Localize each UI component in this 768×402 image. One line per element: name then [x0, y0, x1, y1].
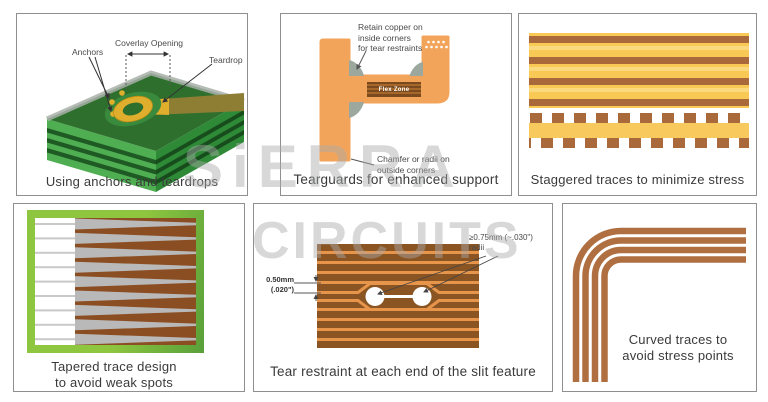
taper-gap-wedges — [75, 218, 196, 345]
flex-circuit-shape — [319, 35, 450, 162]
anchors-label: Anchors — [72, 47, 104, 57]
tear-restraint-hole-left — [365, 287, 385, 306]
chamfer-leader — [350, 158, 375, 166]
retain-copper-annotation: Retain copper on inside corners for tear… — [358, 22, 423, 54]
panel6-caption: Curved traces to avoid stress points — [622, 332, 734, 364]
radii-leader-right — [423, 255, 499, 293]
pcb-stack-illustration — [45, 51, 245, 192]
staggered-bar — [529, 123, 749, 138]
green-coverlay-frame — [27, 210, 204, 353]
tear-restraint-fillets — [349, 60, 423, 118]
tapered-trace-area — [35, 218, 196, 345]
radii-dimension: ≥0.75mm (~.030") radii — [469, 233, 533, 252]
coverlay-opening-label: Coverlay Opening — [115, 38, 184, 48]
panel-curved-traces: Curved traces to avoid stress points — [562, 203, 757, 392]
radii-leader-left — [377, 255, 487, 296]
curved-traces-illustration — [572, 227, 746, 382]
dim-lines-left — [294, 282, 321, 294]
panel-tapered-traces: Tapered trace design to avoid weak spots — [13, 203, 245, 392]
stack-left-gaps — [47, 128, 156, 185]
straight-traces — [317, 251, 479, 341]
panel5-caption: Tear restraint at each end of the slit f… — [270, 364, 536, 380]
chamfer-annotation: Chamfer or radii on outside corners — [377, 154, 450, 175]
panel3-caption: Staggered traces to minimize stress — [530, 171, 745, 187]
panel-staggered-traces: Staggered traces to minimize stress — [518, 13, 757, 196]
detour-traces — [317, 282, 479, 311]
panel-tear-restraint: 0.50mm (.020") ≥0.75mm (~.030") radii Te… — [253, 203, 553, 392]
striped-trace-block — [529, 33, 749, 108]
panel2-caption: Tearguards for enhanced support — [293, 172, 499, 188]
staggered-squares-top — [529, 113, 749, 123]
flex-zone-label: Flex Zone — [378, 86, 410, 93]
ring-hole — [122, 102, 144, 116]
teardrop-leader — [162, 63, 213, 103]
staggered-squares-bottom — [529, 138, 749, 148]
slit-line — [375, 295, 422, 298]
flex-zone-stripes — [367, 84, 421, 94]
panel1-caption: Using anchors and teardrops — [45, 173, 219, 189]
anchors-leader-1 — [88, 56, 110, 99]
slit-width-dimension: 0.50mm (.020") — [266, 275, 294, 294]
curved-trace-group — [572, 227, 746, 382]
tearguard-illustration — [319, 35, 450, 166]
teardrop-label: Teardrop — [209, 55, 243, 65]
copper-trace — [149, 93, 244, 115]
slit-feature-illustration — [294, 244, 499, 348]
panel-tearguards: Retain copper on inside corners for tear… — [280, 13, 512, 196]
panel-anchors-teardrops: Anchors Coverlay Opening Teardrop Using … — [16, 13, 248, 196]
connector-pad-dots — [425, 40, 448, 49]
tapered-trace-svg — [35, 218, 196, 345]
stack-right-gaps — [156, 110, 244, 185]
retain-copper-leader — [356, 50, 367, 70]
strip-divider-lines — [35, 223, 75, 341]
coverlay-edge — [45, 70, 245, 122]
anchors-leader-2 — [94, 56, 113, 113]
panel4-caption: Tapered trace design to avoid weak spots — [51, 359, 177, 391]
